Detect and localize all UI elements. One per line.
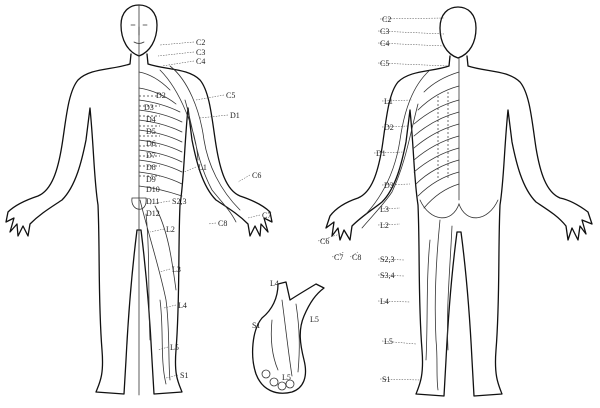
back-dermatome-label: S1 — [382, 375, 390, 384]
back-dermatome-label: L4 — [380, 297, 389, 306]
front-body-figure — [6, 5, 272, 395]
back-dermatome-bands — [414, 72, 459, 208]
back-head-outline — [440, 7, 476, 58]
back-leg-dermatomes — [426, 220, 452, 390]
front-dermatome-leader-line — [158, 52, 194, 56]
back-dermatome-label: L1 — [384, 97, 393, 106]
front-dermatome-leader-line — [150, 229, 164, 232]
front-dermatome-label: L2 — [166, 225, 175, 234]
front-dermatome-leader-line — [158, 347, 168, 350]
foot-dermatome-lines — [271, 300, 299, 376]
front-dermatome-label: D9 — [146, 175, 156, 184]
front-dermatome-label: D7 — [146, 151, 156, 160]
foot-dermatome-label: S1 — [252, 321, 260, 330]
foot-dermatome-label: L4 — [270, 279, 279, 288]
back-buttocks-outline — [420, 200, 498, 218]
front-dermatome-label: C3 — [196, 48, 205, 57]
front-dermatome-label: D1 — [230, 111, 240, 120]
front-dermatome-leader-line — [160, 42, 194, 45]
back-dermatome-label: L2 — [380, 221, 389, 230]
front-dermatome-label: D6 — [146, 139, 156, 148]
back-dermatome-label: C3 — [380, 27, 389, 36]
front-dermatome-leader-line — [238, 175, 250, 182]
front-dermatome-leader-line — [196, 95, 224, 100]
back-dermatome-label: C8 — [352, 253, 361, 262]
front-dermatome-leader-line — [208, 223, 216, 224]
front-dermatome-label: L3 — [172, 265, 181, 274]
front-dermatome-label: D8 — [146, 163, 156, 172]
back-dermatome-label: C7 — [334, 253, 343, 262]
front-dermatome-label: D10 — [146, 185, 160, 194]
back-dermatome-label: C2 — [382, 15, 391, 24]
front-dermatome-label: D5 — [146, 127, 156, 136]
front-dermatome-label: C4 — [196, 57, 205, 66]
back-dermatome-label: C5 — [380, 59, 389, 68]
front-dermatome-label: L4 — [178, 301, 187, 310]
back-dermatome-label: S3,4 — [380, 271, 394, 280]
front-dermatome-label: C2 — [196, 38, 205, 47]
front-dermatome-leader-line — [162, 61, 194, 66]
front-dermatome-label: D4 — [146, 115, 156, 124]
back-dermatome-label: D1 — [376, 149, 386, 158]
front-dermatome-label: L5 — [170, 343, 179, 352]
front-dermatome-leader-line — [248, 215, 260, 218]
front-dermatome-leader-line — [164, 305, 176, 308]
front-dermatome-label: C8 — [218, 219, 227, 228]
front-dermatome-label: S2,3 — [172, 197, 186, 206]
front-dermatome-label: C5 — [226, 91, 235, 100]
front-dermatome-leader-line — [160, 269, 170, 272]
front-dermatome-label: L1 — [198, 163, 207, 172]
foot-dermatome-label: L5 — [282, 373, 291, 382]
back-arm-dermatomes — [362, 70, 430, 228]
back-dermatome-label: S2,3 — [380, 255, 394, 264]
back-dermatome-label: C6 — [320, 237, 329, 246]
front-dermatome-label: D2 — [156, 91, 166, 100]
front-dermatome-label: D12 — [146, 209, 160, 218]
front-dermatome-label: S1 — [180, 371, 188, 380]
front-dermatome-label: C6 — [252, 171, 261, 180]
back-dermatome-label: L3 — [380, 205, 389, 214]
back-dermatome-label: D2 — [384, 123, 394, 132]
front-dermatome-leader-line — [184, 167, 196, 172]
back-dermatome-label: L5 — [384, 337, 393, 346]
front-dermatome-label: D3 — [144, 103, 154, 112]
back-dermatome-label: D3 — [384, 181, 394, 190]
front-dermatome-label: D11 — [146, 197, 159, 206]
foot-dermatome-label: L5 — [310, 315, 319, 324]
back-body-figure — [326, 7, 592, 396]
front-dermatome-leader-line — [200, 115, 228, 118]
back-dermatome-label: C4 — [380, 39, 389, 48]
front-dermatome-label: C7 — [262, 211, 271, 220]
